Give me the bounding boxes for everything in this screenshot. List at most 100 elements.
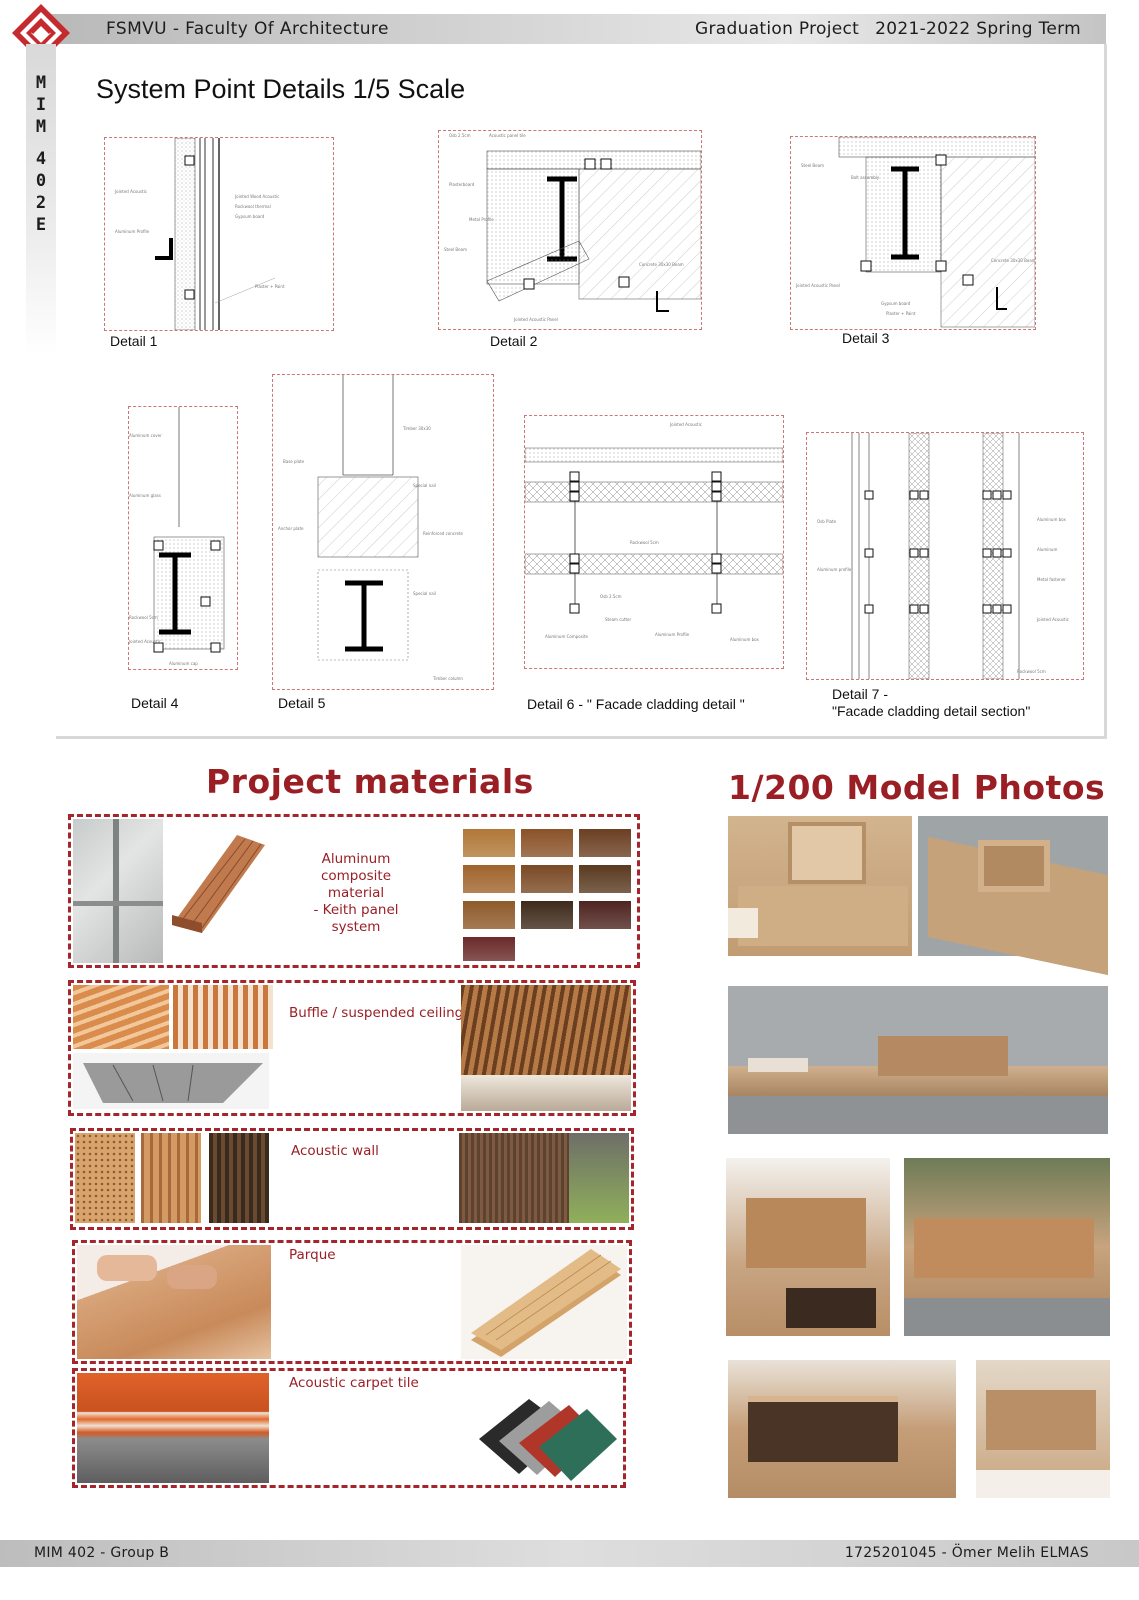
svg-text:Aluminum Composite: Aluminum Composite [545, 634, 589, 639]
header-faculty: FSMVU - Faculty Of Architecture [106, 19, 389, 39]
material-1-label-line2: material [327, 885, 385, 901]
swatch [579, 901, 631, 929]
svg-text:Gypsum board: Gypsum board [235, 214, 265, 219]
acoustic-wall-room-photo [459, 1133, 629, 1223]
details-panel [56, 44, 1107, 739]
svg-text:Jointed Acoustic: Jointed Acoustic [669, 422, 702, 427]
material-acoustic-wall: Acoustic wall [70, 1128, 634, 1230]
svg-text:Special nail: Special nail [413, 591, 436, 596]
svg-text:Concrete 30x30 Beam: Concrete 30x30 Beam [991, 258, 1035, 263]
header-project-info: Graduation Project 2021-2022 Spring Term [679, 19, 1081, 39]
course-code-letter: E [35, 215, 47, 235]
footer-bar: MIM 402 - Group B 1725201045 - Ömer Meli… [0, 1540, 1139, 1567]
svg-text:Special nail: Special nail [413, 483, 436, 488]
svg-text:Jointed Acoustic Panel: Jointed Acoustic Panel [513, 317, 558, 322]
svg-text:Jointed Acoustic Panel: Jointed Acoustic Panel [795, 283, 840, 288]
detail-7-caption-line1: Detail 7 - [832, 686, 889, 702]
detail-7-caption-line2: "Facade cladding detail section" [832, 703, 1031, 719]
model-photo-5 [904, 1158, 1110, 1336]
course-code-letter: M [35, 73, 47, 93]
svg-text:Aluminum box: Aluminum box [730, 637, 759, 642]
svg-text:Aluminum glass: Aluminum glass [129, 493, 161, 498]
wood-deck-profile-photo [167, 825, 267, 935]
baffle-photo [73, 985, 169, 1049]
course-code-letter: 0 [35, 171, 47, 191]
detail-6-caption: Detail 6 - " Facade cladding detail " [527, 696, 745, 712]
svg-text:Jointed Acoustic: Jointed Acoustic [1036, 617, 1069, 622]
svg-text:Steel Beam: Steel Beam [801, 163, 824, 168]
svg-text:Steam cutter: Steam cutter [605, 617, 632, 622]
material-1-label-line1: Aluminum composite [320, 851, 392, 884]
svg-text:Jointed Acoustic: Jointed Acoustic [114, 189, 147, 194]
header-project: Graduation Project [695, 19, 860, 39]
svg-text:Plasterboard: Plasterboard [449, 182, 475, 187]
swatch [463, 901, 515, 929]
aluminum-panel-photo [73, 819, 163, 963]
material-5-label: Acoustic carpet tile [289, 1375, 419, 1391]
detail-4-caption: Detail 4 [131, 695, 179, 711]
swatch [463, 829, 515, 857]
svg-text:Steel Beam: Steel Beam [444, 247, 467, 252]
course-code-vertical: M I M 4 0 2 E [26, 72, 56, 236]
detail-2-caption: Detail 2 [490, 333, 538, 349]
svg-text:Metal fastener: Metal fastener [1037, 577, 1066, 582]
svg-text:Rockwool 5cm: Rockwool 5cm [630, 540, 659, 545]
svg-text:Timber 30x30: Timber 30x30 [402, 426, 431, 431]
material-aluminum-composite: Aluminum composite material - Keith pane… [68, 814, 640, 968]
svg-text:Plaster + Paint: Plaster + Paint [886, 311, 916, 316]
detail-1-drawing: Jointed Acoustic Aluminum Profile Jointe… [104, 137, 334, 331]
material-1-label: Aluminum composite material - Keith pane… [291, 851, 421, 936]
model-photos-title: 1/200 Model Photos [728, 768, 1106, 807]
detail-7-caption: Detail 7 - "Facade cladding detail secti… [832, 686, 1030, 720]
baffle-grid-photo [173, 985, 273, 1049]
grooved-panel-photo [141, 1133, 201, 1223]
detail-5-caption: Detail 5 [278, 695, 326, 711]
parquet-planks-photo [461, 1245, 627, 1359]
material-3-label: Acoustic wall [291, 1143, 379, 1159]
header-term: 2021-2022 Spring Term [875, 19, 1081, 39]
course-code-letter: 4 [35, 149, 47, 169]
carpet-stack-photo [77, 1373, 269, 1483]
svg-text:Aluminum: Aluminum [1037, 547, 1057, 552]
svg-text:Anchor plate: Anchor plate [278, 526, 304, 531]
svg-text:Aluminum Profile: Aluminum Profile [655, 632, 690, 637]
wood-color-swatches [461, 823, 633, 963]
swatch [579, 865, 631, 893]
svg-text:Bolt assembly: Bolt assembly [851, 175, 880, 180]
carpet-tiles-fan-photo [459, 1379, 621, 1483]
swatch [521, 865, 573, 893]
svg-text:Osb 2.5cm: Osb 2.5cm [449, 133, 471, 138]
detail-3-caption: Detail 3 [842, 330, 890, 346]
course-code-letter: 2 [35, 193, 47, 213]
model-photo-3 [728, 986, 1108, 1134]
swatch [579, 829, 631, 857]
material-1-label-line3: - Keith panel system [313, 902, 399, 935]
details-title: System Point Details 1/5 Scale [96, 74, 466, 104]
parquet-installation-photo [77, 1245, 271, 1359]
svg-text:Jointed Wood Acoustic: Jointed Wood Acoustic [234, 194, 279, 199]
model-photo-1 [728, 816, 912, 956]
svg-text:Aluminum box: Aluminum box [1037, 517, 1066, 522]
svg-text:Timber column: Timber column [432, 676, 463, 681]
svg-text:Aluminum cover: Aluminum cover [129, 433, 162, 438]
material-2-label: Buffle / suspended ceiling [289, 1005, 464, 1021]
ceiling-installed-photo [461, 985, 631, 1111]
svg-text:Aluminum cap: Aluminum cap [169, 661, 198, 666]
svg-text:Osb 2.5cm: Osb 2.5cm [600, 594, 622, 599]
swatch [463, 937, 515, 961]
swatch [521, 901, 573, 929]
footer-group: MIM 402 - Group B [34, 1545, 170, 1561]
model-photo-4 [726, 1158, 890, 1336]
material-suspended-ceiling: Buffle / suspended ceiling [68, 980, 636, 1116]
svg-text:Base plate: Base plate [283, 459, 305, 464]
header-bar: FSMVU - Faculty Of Architecture Graduati… [46, 14, 1106, 44]
detail-1-caption: Detail 1 [110, 333, 158, 349]
svg-text:Jointed Acoustic: Jointed Acoustic [129, 639, 161, 644]
svg-text:Rockwool thermal: Rockwool thermal [235, 204, 271, 209]
